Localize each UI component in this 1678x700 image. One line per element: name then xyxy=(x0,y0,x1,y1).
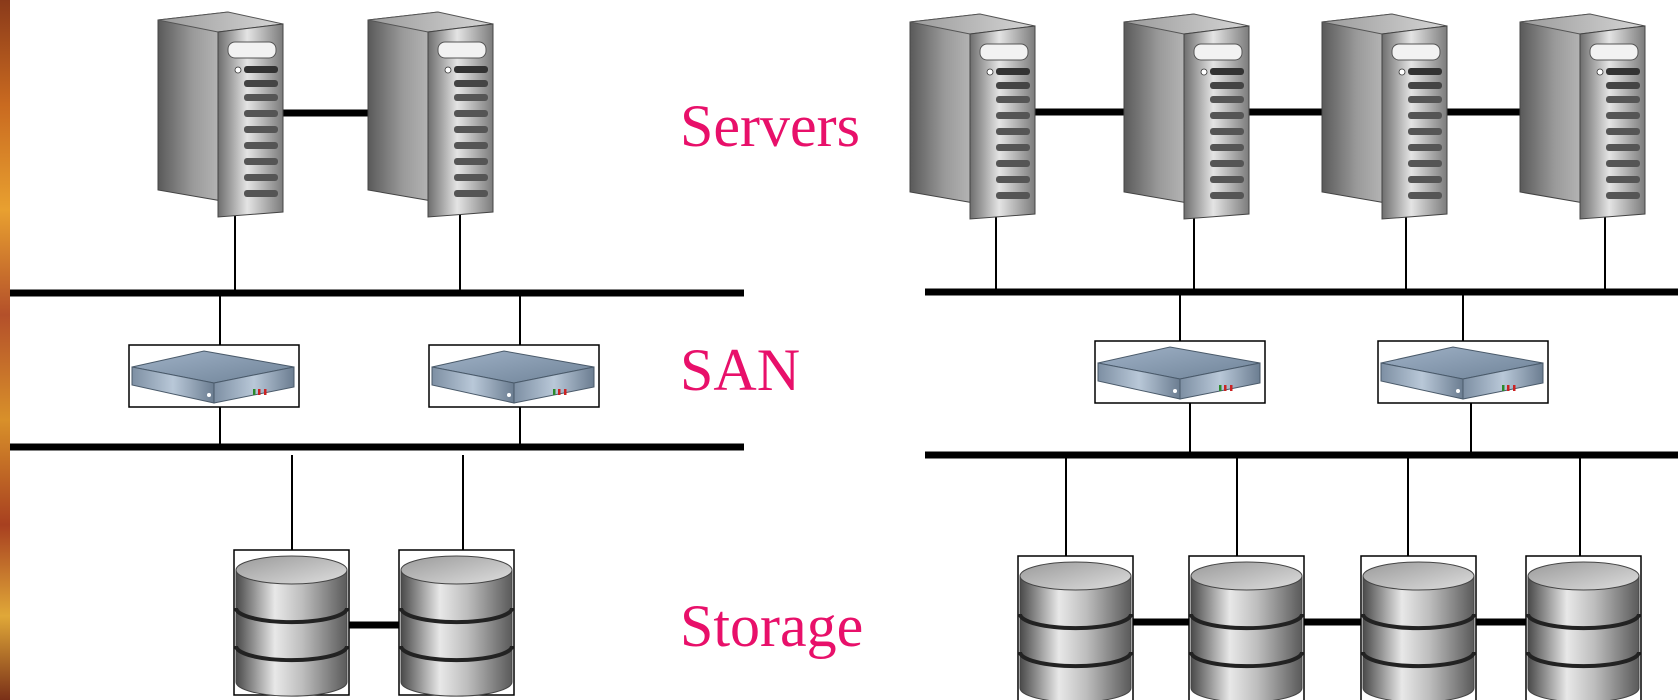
peer-links xyxy=(275,108,1528,629)
right-server-2-icon xyxy=(1123,13,1250,220)
right-switch-1-icon xyxy=(1094,340,1266,404)
san-label: SAN xyxy=(680,337,801,403)
right-storage-4-icon xyxy=(1524,554,1643,700)
left-server-1-icon xyxy=(157,11,284,218)
left-switch-1-icon xyxy=(128,344,300,408)
right-switch-2-icon xyxy=(1377,340,1549,404)
right-server-3-icon xyxy=(1321,13,1448,220)
right-storage-1-icon xyxy=(1016,554,1135,700)
left-server-2-icon xyxy=(367,11,494,218)
right-storage-3-icon xyxy=(1359,554,1478,700)
left-storage-1-icon xyxy=(232,548,351,699)
decorative-edge-strip xyxy=(0,0,10,700)
right-storage-2-icon xyxy=(1187,554,1306,700)
left-storage-2-icon xyxy=(397,548,516,699)
buses xyxy=(10,288,1678,459)
left-switch-2-icon xyxy=(428,344,600,408)
storage-label: Storage xyxy=(680,593,864,659)
right-server-4-icon xyxy=(1519,13,1646,220)
servers-label: Servers xyxy=(680,93,860,159)
right-server-1-icon xyxy=(909,13,1036,220)
